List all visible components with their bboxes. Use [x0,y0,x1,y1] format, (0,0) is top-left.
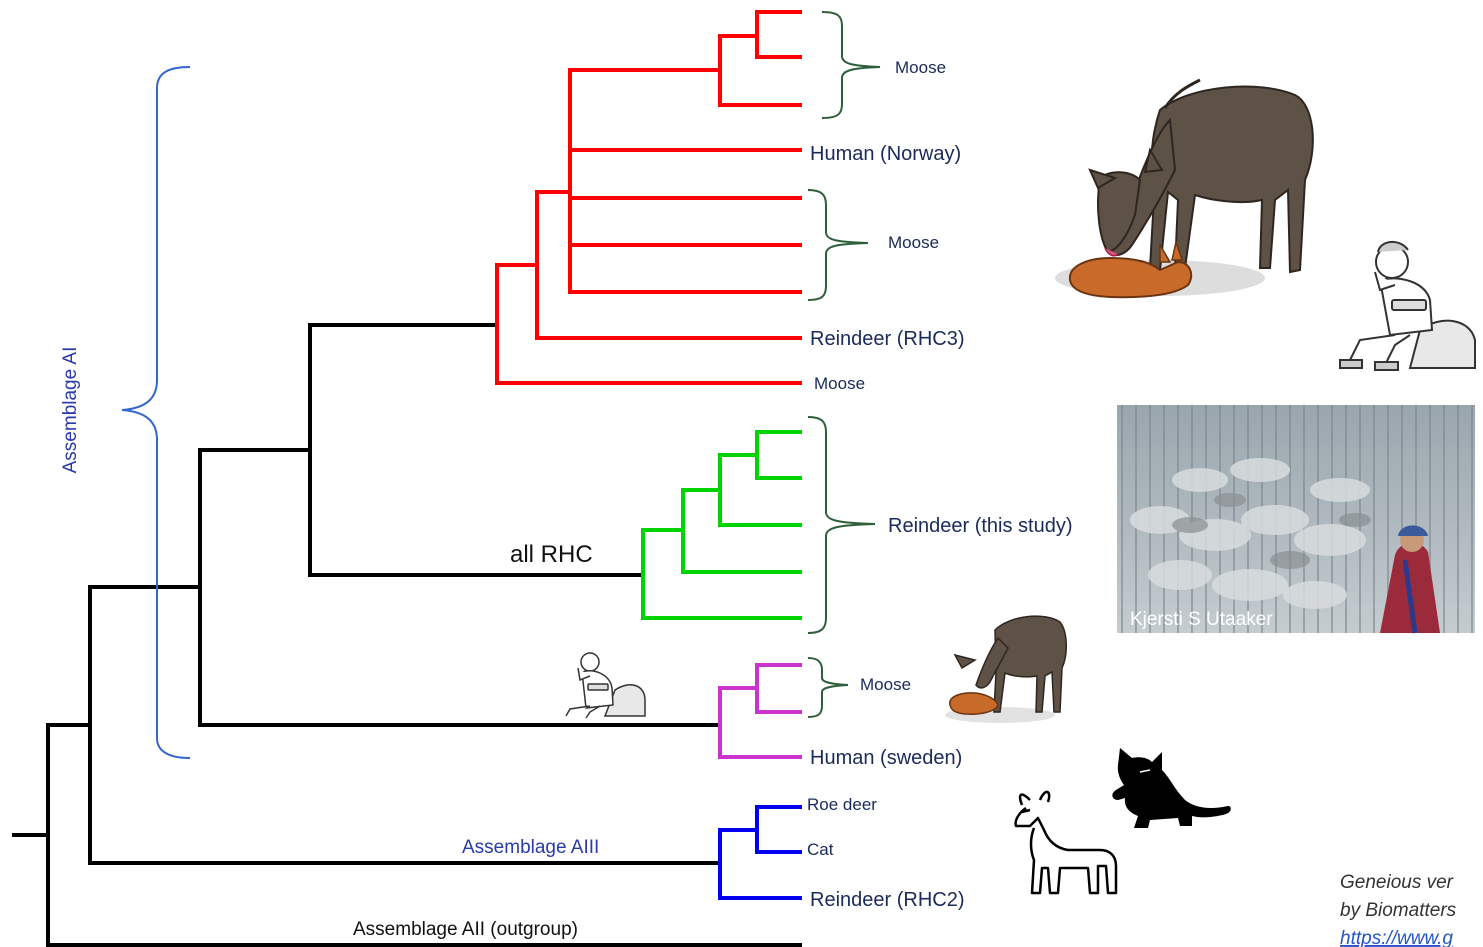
assemblage-aiii-label: Assemblage AIII [462,837,599,858]
bracket-moose-1 [821,11,881,119]
photo-caption: Kjersti S Utaaker [1130,609,1273,630]
credit-link[interactable]: https://www.g [1340,928,1453,947]
person-eating-icon [1339,241,1476,371]
assemblage-ai-label: Assemblage AI [60,347,81,474]
tip-label-moose-3: Moose [814,374,865,393]
assemblage-ai-bracket [121,66,191,759]
magenta-clade [718,663,802,759]
moose-with-calf-illustration-small [945,615,1067,723]
person-eating-icon [565,652,646,719]
tip-label-human-norway: Human (Norway) [810,143,961,165]
roe-deer-outline-icon [1014,790,1118,895]
cat-silhouette-icon [1112,748,1231,828]
tip-label-reindeer-this-study: Reindeer (this study) [888,515,1073,537]
tip-label-moose-1: Moose [895,58,946,77]
assemblage-aii-label: Assemblage AII (outgroup) [353,919,578,940]
bracket-moose-2 [807,189,869,301]
credit-line-2: by Biomatters [1340,900,1457,921]
tip-label-reindeer-rhc3: Reindeer (RHC3) [810,328,965,350]
tip-label-reindeer-rhc2: Reindeer (RHC2) [810,889,965,911]
tree-backbone [12,323,802,947]
bracket-moose-4 [807,657,849,718]
blue-clade [718,805,802,900]
credit-line-1: Geneious ver [1340,872,1454,893]
tip-label-roe-deer: Roe deer [807,795,877,814]
tip-label-human-sweden: Human (sweden) [810,747,962,769]
all-rhc-label: all RHC [510,541,593,568]
tip-label-moose-4: Moose [860,675,911,694]
red-clade [495,10,802,385]
moose-with-calf-illustration [1055,78,1314,299]
tip-label-moose-2: Moose [888,233,939,252]
reindeer-herd-photo: Kjersti S Utaaker [1117,405,1475,634]
bracket-reindeer-this-study [807,416,876,634]
tip-label-cat: Cat [807,840,834,859]
green-clade [641,430,802,620]
